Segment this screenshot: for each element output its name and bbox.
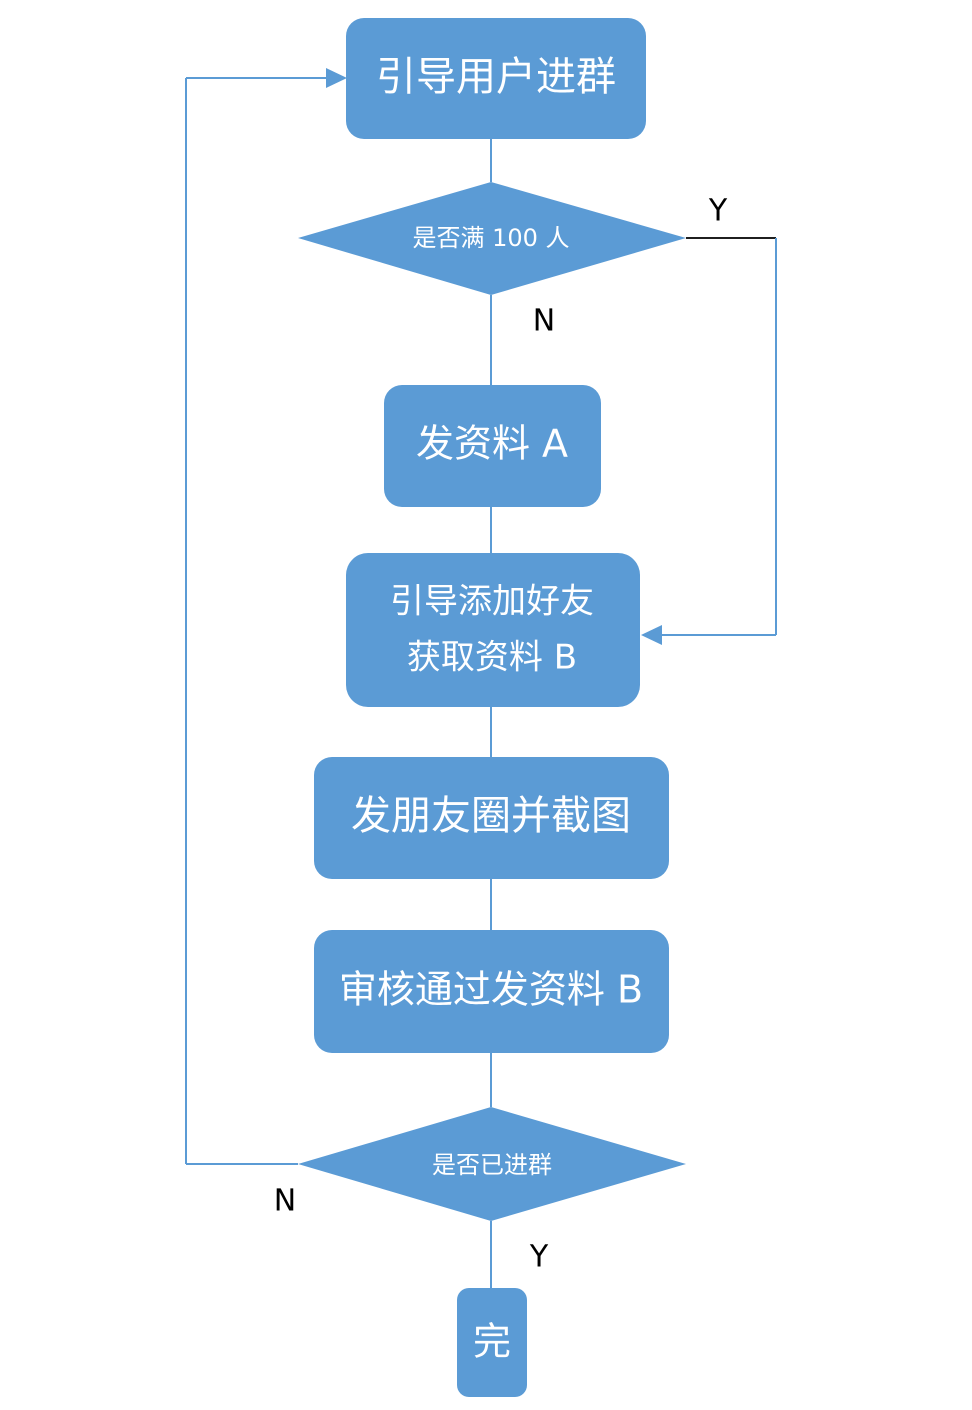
label-check-joined-yes: Y <box>529 1240 549 1275</box>
node-guide-join-group: 引导用户进群 <box>346 18 646 139</box>
node-add-friend-label-line2: 获取资料 B <box>407 638 577 678</box>
node-done: 完 <box>457 1288 527 1397</box>
node-review-send-b-box <box>314 930 669 1053</box>
arrowhead-to-add-friend <box>641 625 662 645</box>
node-post-moments-label: 发朋友圈并截图 <box>351 793 631 839</box>
node-add-friend: 引导添加好友 获取资料 B <box>346 553 640 707</box>
connectors <box>185 68 777 1288</box>
node-add-friend-box <box>346 553 640 707</box>
edge-labels: Y N N Y <box>274 194 728 1275</box>
node-review-send-b-label: 审核通过发资料 B <box>339 968 643 1012</box>
label-check100-no: N <box>533 304 555 339</box>
node-check-100-diamond <box>298 182 686 295</box>
node-guide-join-group-box <box>346 18 646 139</box>
node-check-joined-label: 是否已进群 <box>432 1151 552 1179</box>
node-send-material-a-label: 发资料 A <box>416 422 568 466</box>
node-post-moments: 发朋友圈并截图 <box>314 757 669 879</box>
node-check-100-label: 是否满 100 人 <box>412 224 569 252</box>
node-post-moments-box <box>314 757 669 879</box>
node-review-send-b: 审核通过发资料 B <box>314 930 669 1053</box>
label-check100-yes: Y <box>708 194 728 229</box>
node-add-friend-label-line1: 引导添加好友 <box>390 582 594 622</box>
node-check-100: 是否满 100 人 <box>298 182 686 295</box>
node-guide-join-group-label: 引导用户进群 <box>376 54 616 100</box>
node-done-label: 完 <box>473 1320 511 1364</box>
node-done-box <box>457 1288 527 1397</box>
node-check-joined-diamond <box>298 1107 686 1221</box>
arrowhead-to-join-group <box>326 68 347 88</box>
label-check-joined-no: N <box>274 1184 296 1219</box>
node-check-joined: 是否已进群 <box>298 1107 686 1221</box>
node-send-material-a: 发资料 A <box>384 385 601 507</box>
node-send-material-a-box <box>384 385 601 507</box>
